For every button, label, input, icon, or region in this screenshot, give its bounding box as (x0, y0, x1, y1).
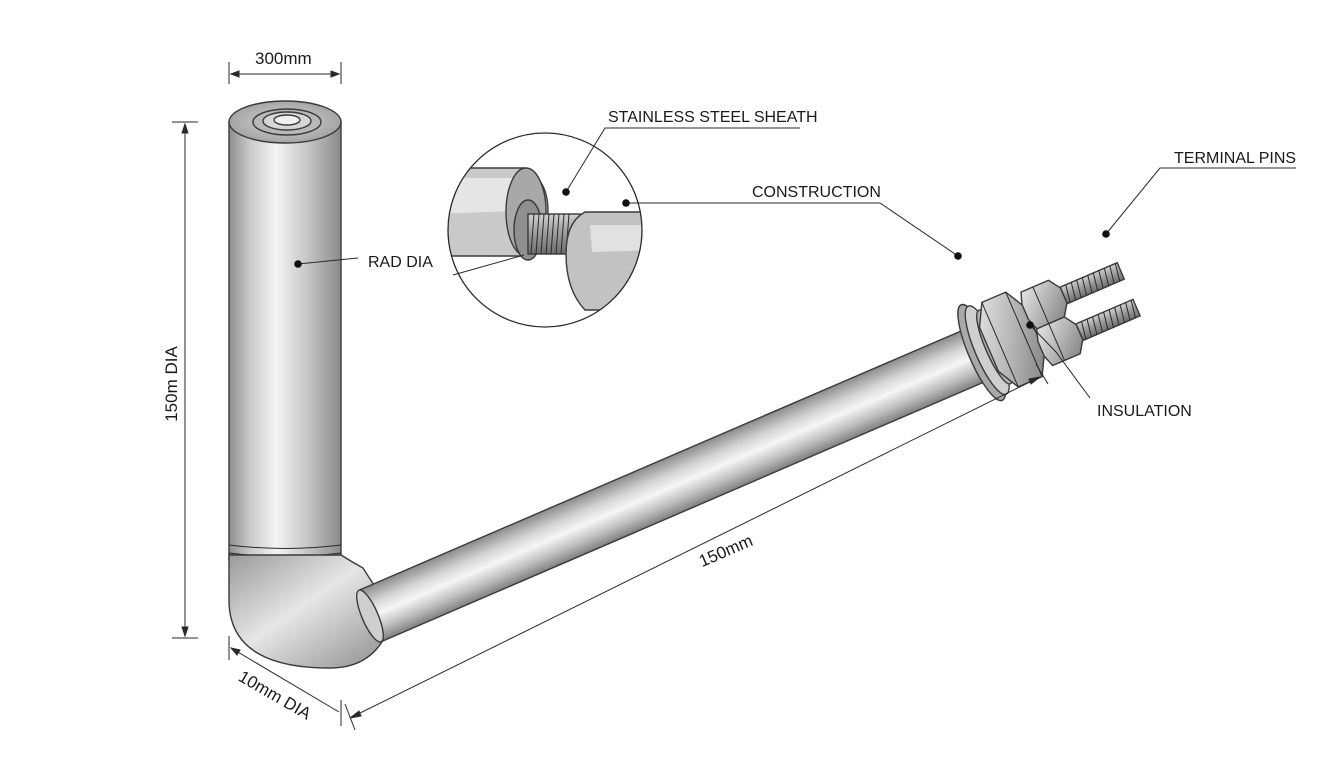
dimension-horizontal-length-text: 150mm (696, 531, 756, 571)
dimension-tube-diameter-text: 10mm DIA (235, 667, 315, 724)
label-insulation: INSULATION (1097, 403, 1192, 420)
label-rad-dia: RAD DIA (368, 254, 433, 271)
dimension-vertical-height-text: 150m DIA (162, 346, 181, 422)
dimension-vertical-height (172, 121, 198, 639)
terminal-pin-lower (1036, 298, 1142, 367)
vertical-tube (228, 121, 342, 561)
label-stainless-steel-sheath: STAINLESS STEEL SHEATH (608, 109, 818, 126)
dimension-tube-diameter (228, 636, 342, 726)
label-construction: CONSTRUCTION (752, 184, 881, 201)
dimension-horizontal-length (344, 363, 1049, 731)
terminal-pin-upper (1020, 261, 1126, 330)
terminal-pins (1020, 261, 1142, 367)
tube-top-cap (228, 100, 342, 144)
label-terminal-pins: TERMINAL PINS (1174, 150, 1296, 167)
construction-detail (447, 132, 643, 328)
leader-dots (294, 188, 1110, 329)
leader-lines (297, 127, 1296, 399)
dimension-top-width (228, 62, 342, 84)
horizontal-tube (356, 261, 1142, 643)
tube-bend (228, 554, 394, 669)
dimension-top-width-text: 300mm (255, 49, 312, 68)
